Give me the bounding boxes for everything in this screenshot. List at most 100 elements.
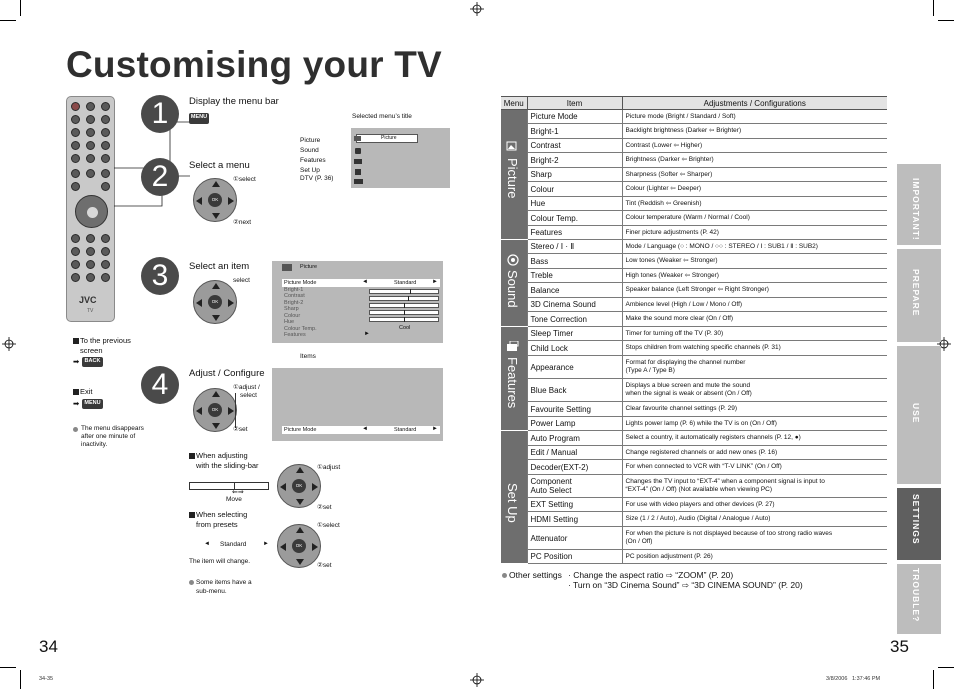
up-arrow-icon[interactable]	[296, 527, 304, 533]
navigation-dial[interactable]: OK	[277, 464, 321, 508]
left-arrow-icon[interactable]	[196, 299, 202, 307]
up-arrow-icon[interactable]	[212, 283, 220, 289]
tab-prepare[interactable]: PREPARE	[897, 249, 941, 342]
right-arrow-icon[interactable]	[312, 543, 318, 551]
remote-button[interactable]	[101, 115, 110, 124]
remote-button[interactable]	[86, 273, 95, 282]
remote-button[interactable]	[101, 154, 110, 163]
left-arrow-icon[interactable]	[280, 483, 286, 491]
move-label: Move	[226, 496, 242, 503]
navigation-dial[interactable]: OK	[193, 388, 237, 432]
remote-button[interactable]	[86, 128, 95, 137]
remote-button[interactable]	[71, 128, 80, 137]
remote-button[interactable]	[86, 234, 95, 243]
power-button[interactable]	[71, 102, 80, 111]
select-label: ①select	[317, 522, 340, 529]
ok-button[interactable]	[87, 207, 98, 218]
remote-button[interactable]	[101, 128, 110, 137]
menu-button[interactable]	[101, 169, 110, 178]
remote-button[interactable]	[101, 102, 110, 111]
item-tone-correction: Tone Correction	[526, 311, 623, 327]
down-arrow-icon[interactable]	[212, 213, 220, 219]
ok-button[interactable]: OK	[292, 539, 306, 553]
other-settings-label: Other settings	[509, 570, 562, 580]
desc-contrast: Contrast (Lower ⇦ Higher)	[622, 138, 887, 153]
adjust-screen: Picture Mode ◄ Standard ►	[272, 368, 443, 441]
right-arrow-icon[interactable]	[228, 299, 234, 307]
features-icon	[354, 159, 362, 164]
remote-button[interactable]	[86, 154, 95, 163]
remote-button[interactable]	[71, 273, 80, 282]
adjust-label: ①adjust /	[233, 384, 260, 391]
remote-button[interactable]	[86, 102, 95, 111]
left-arrow-icon[interactable]	[280, 543, 286, 551]
ok-button[interactable]: OK	[208, 193, 222, 207]
ok-button[interactable]: OK	[208, 403, 222, 417]
down-arrow-icon[interactable]	[296, 499, 304, 505]
remote-button[interactable]	[86, 247, 95, 256]
crop-mark	[20, 0, 21, 16]
menu-disappear-note-2: after one minute of	[81, 433, 136, 440]
remote-button[interactable]	[71, 141, 80, 150]
remote-button[interactable]	[71, 234, 80, 243]
item-bright-1: Bright-1	[284, 287, 304, 293]
up-arrow-icon[interactable]	[212, 181, 220, 187]
desc-picture-mode: Picture mode (Bright / Standard / Soft)	[622, 109, 887, 124]
left-arrow-icon[interactable]	[196, 407, 202, 415]
tab-settings[interactable]: SETTINGS	[897, 488, 941, 560]
remote-button[interactable]	[86, 169, 95, 178]
right-arrow-icon[interactable]	[228, 197, 234, 205]
left-arrow-icon[interactable]	[196, 197, 202, 205]
up-arrow-icon[interactable]	[296, 467, 304, 473]
down-arrow-icon[interactable]	[296, 559, 304, 565]
step-1-number: 1	[141, 95, 179, 133]
dtv-icon	[354, 179, 363, 184]
sliding-bar[interactable]	[189, 482, 269, 490]
remote-button[interactable]	[101, 141, 110, 150]
ok-button[interactable]: OK	[208, 295, 222, 309]
item-features: Features	[284, 332, 306, 338]
tab-use[interactable]: USE	[897, 346, 941, 484]
item-favourite-setting: Favourite Setting	[526, 401, 623, 417]
remote-button[interactable]	[71, 247, 80, 256]
right-arrow-icon[interactable]	[228, 407, 234, 415]
tab-label-important: IMPORTANT!	[911, 178, 921, 241]
down-arrow-icon[interactable]	[212, 315, 220, 321]
tab-trouble[interactable]: TROUBLE?	[897, 564, 941, 634]
navigation-dial[interactable]: OK	[193, 280, 237, 324]
group-features: Features	[501, 326, 527, 431]
desc-pc-position: PC position adjustment (P. 26)	[622, 549, 887, 564]
adjust-label: ①adjust	[317, 464, 341, 471]
crop-mark	[938, 20, 954, 21]
remote-button[interactable]	[71, 115, 80, 124]
remote-button[interactable]	[86, 260, 95, 269]
remote-button[interactable]	[86, 115, 95, 124]
remote-button[interactable]	[101, 260, 110, 269]
remote-navigation-dial[interactable]	[75, 195, 108, 228]
remote-button[interactable]	[71, 260, 80, 269]
selected-menu-highlight: Picture	[356, 134, 418, 143]
remote-button[interactable]	[71, 182, 80, 191]
arrow-icon: ➡	[73, 399, 80, 408]
remote-button[interactable]	[101, 234, 110, 243]
desc-bright-1: Backlight brightness (Darker ⇦ Brighter)	[622, 123, 887, 139]
navigation-dial[interactable]: OK	[193, 178, 237, 222]
right-arrow-icon[interactable]	[312, 483, 318, 491]
remote-button[interactable]	[101, 273, 110, 282]
remote-button[interactable]	[71, 154, 80, 163]
registration-mark-icon	[2, 337, 16, 351]
down-arrow-icon[interactable]	[212, 423, 220, 429]
remote-button[interactable]	[86, 141, 95, 150]
ok-button[interactable]: OK	[292, 479, 306, 493]
up-arrow-icon[interactable]	[212, 391, 220, 397]
tab-important[interactable]: IMPORTANT!	[897, 164, 941, 245]
remote-button[interactable]	[71, 169, 80, 178]
desc-child-lock: Stops children from watching specific ch…	[622, 340, 887, 356]
desc-ext-setting: For use with video players and other dev…	[622, 497, 887, 512]
navigation-dial[interactable]: OK	[277, 524, 321, 568]
remote-button[interactable]	[101, 247, 110, 256]
back-button[interactable]	[101, 182, 110, 191]
crop-mark	[933, 670, 934, 689]
